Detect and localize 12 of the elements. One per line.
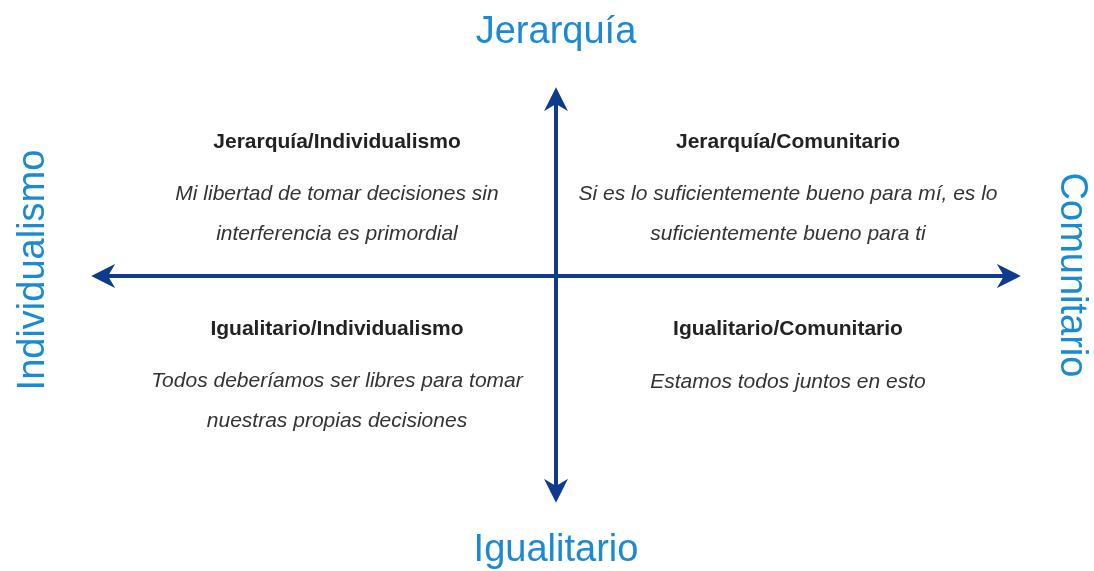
- quadrant-heading: Igualitario/Comunitario: [673, 316, 903, 340]
- axis-label: Individualismo: [9, 149, 53, 391]
- quadrant-heading: Jerarquía/Comunitario: [675, 129, 901, 153]
- quadrant-heading: Igualitario/Individualismo: [210, 316, 464, 340]
- quadrant-description: Todos deberíamos ser libres para tomar nuestras propias decisiones: [150, 367, 525, 433]
- quadrant-description: Si es lo suficientemente bueno para mí, es lo suficientemente bueno para ti: [577, 180, 999, 246]
- axis-label: Igualitario: [473, 526, 639, 570]
- axis-label: Comunitario: [1051, 172, 1094, 378]
- quadrant-heading: Jerarquía/Individualismo: [213, 129, 461, 153]
- axis-label: Jerarquía: [475, 8, 637, 52]
- quadrant-description: Estamos todos juntos en esto: [649, 368, 927, 394]
- quadrant-description: Mi libertad de tomar decisiones sin interferencia es primordial: [174, 180, 500, 246]
